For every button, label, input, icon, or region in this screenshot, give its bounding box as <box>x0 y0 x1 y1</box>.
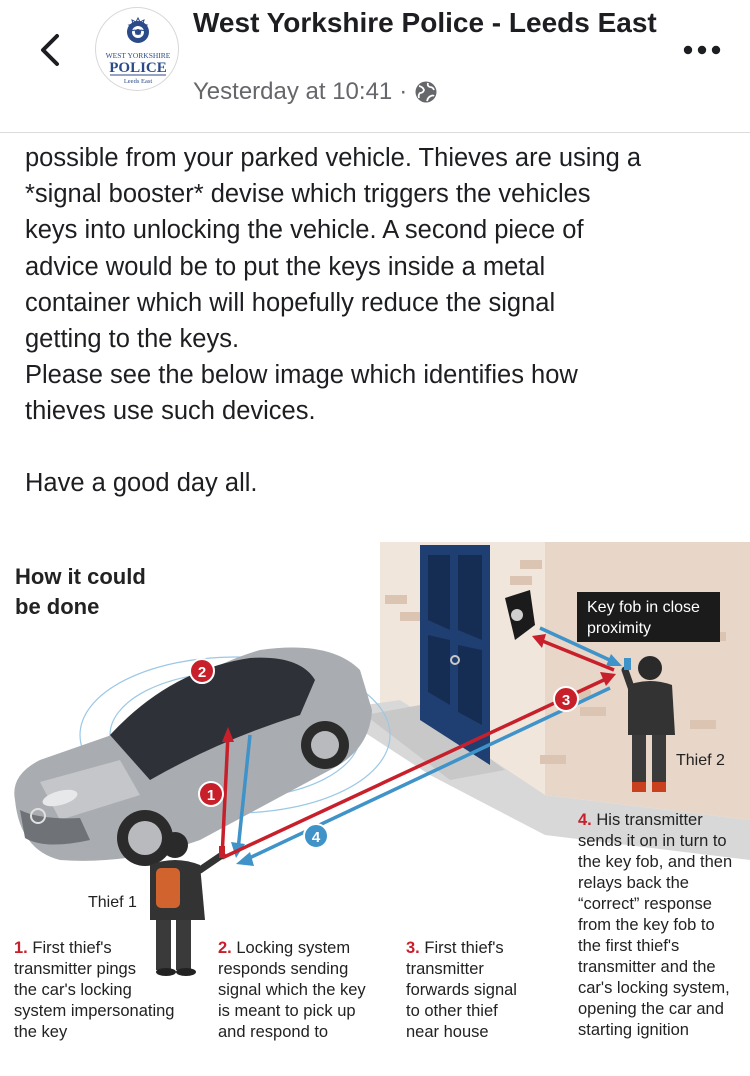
step-2-line: is meant to pick up <box>218 1001 403 1022</box>
more-options-button[interactable] <box>678 32 726 68</box>
step-1-number: 1. <box>14 939 28 957</box>
post-line: keys into unlocking the vehicle. A secon… <box>25 212 731 248</box>
key-fob-label-line-2: proximity <box>587 618 710 639</box>
post-line: possible from your parked vehicle. Thiev… <box>25 140 731 176</box>
avatar-text-2: POLICE <box>109 60 167 76</box>
step-4-line: His transmitter <box>596 811 702 829</box>
marker-3: 3 <box>562 692 570 709</box>
step-4-line: the first thief's <box>578 936 748 957</box>
post-text: possible from your parked vehicle. Thiev… <box>25 140 731 430</box>
step-4-line: starting ignition <box>578 1020 748 1041</box>
step-2-caption: 2. Locking system responds sending signa… <box>218 938 403 1043</box>
post-line: advice would be to put the keys inside a… <box>25 249 731 285</box>
step-4-line: the key fob, and then <box>578 852 748 873</box>
post-line: container which will hopefully reduce th… <box>25 285 731 321</box>
post-line: thieves use such devices. <box>25 393 731 429</box>
post-line: getting to the keys. <box>25 321 731 357</box>
more-dots-icon <box>682 45 722 55</box>
page-avatar[interactable]: WEST YORKSHIRE POLICE Leeds East <box>95 7 179 91</box>
step-2-number: 2. <box>218 939 232 957</box>
step-1-line: First thief's <box>32 939 111 957</box>
step-1-line: system impersonating <box>14 1001 209 1022</box>
step-2-line: Locking system <box>236 939 350 957</box>
key-fob-label-line-1: Key fob in close <box>587 597 710 618</box>
step-2-line: signal which the key <box>218 980 403 1001</box>
step-4-line: opening the car and <box>578 999 748 1020</box>
step-1-line: transmitter pings <box>14 959 209 980</box>
infographic-title-line-1: How it could <box>15 562 146 592</box>
step-3-line: transmitter <box>406 959 566 980</box>
key-fob-label: Key fob in close proximity <box>577 592 720 642</box>
step-2-line: and respond to <box>218 1022 403 1043</box>
marker-1: 1 <box>207 787 215 804</box>
marker-2: 2 <box>198 664 206 681</box>
step-4-line: transmitter and the <box>578 957 748 978</box>
thief-2-label: Thief 2 <box>676 750 725 771</box>
step-4-line: relays back the <box>578 873 748 894</box>
post-line: *signal booster* devise which triggers t… <box>25 176 731 212</box>
step-4-line: sends it on in turn to <box>578 831 748 852</box>
step-2-line: responds sending <box>218 959 403 980</box>
step-1-caption: 1. First thief's transmitter pings the c… <box>14 938 209 1043</box>
step-4-number: 4. <box>578 811 592 829</box>
step-3-line: forwards signal <box>406 980 566 1001</box>
post-timestamp[interactable]: Yesterday at 10:41 <box>193 77 392 107</box>
house-wall <box>545 542 750 820</box>
police-badge-logo: WEST YORKSHIRE POLICE Leeds East <box>96 8 179 91</box>
globe-icon <box>414 80 438 104</box>
step-4-caption: 4. His transmitter sends it on in turn t… <box>578 810 748 1041</box>
post-greeting: Have a good day all. <box>25 465 258 501</box>
back-button[interactable] <box>30 30 70 70</box>
step-3-caption: 3. First thief's transmitter forwards si… <box>406 938 566 1043</box>
step-3-line: near house <box>406 1022 566 1043</box>
avatar-text-1: WEST YORKSHIRE <box>106 51 171 60</box>
infographic-title: How it could be done <box>15 562 146 622</box>
meta-separator: · <box>399 77 407 107</box>
step-3-number: 3. <box>406 939 420 957</box>
post-line: Please see the below image which identif… <box>25 357 731 393</box>
infographic-title-line-2: be done <box>15 592 146 622</box>
step-3-line: First thief's <box>424 939 503 957</box>
post-meta: Yesterday at 10:41 · <box>193 77 438 107</box>
step-1-line: the key <box>14 1022 209 1043</box>
step-4-line: “correct” response <box>578 894 748 915</box>
thief-1-label: Thief 1 <box>88 892 137 913</box>
page-name-link[interactable]: West Yorkshire Police - Leeds East <box>193 6 663 40</box>
marker-4: 4 <box>312 829 321 846</box>
step-3-line: to other thief <box>406 1001 566 1022</box>
step-1-line: the car's locking <box>14 980 209 1001</box>
post-header: WEST YORKSHIRE POLICE Leeds East West Yo… <box>0 0 750 133</box>
chevron-left-icon <box>38 33 62 67</box>
avatar-text-3: Leeds East <box>124 78 153 85</box>
post-infographic[interactable]: 2 1 3 4 How it <box>0 520 750 1076</box>
step-4-line: from the key fob to <box>578 915 748 936</box>
step-4-line: car's locking system, <box>578 978 748 999</box>
